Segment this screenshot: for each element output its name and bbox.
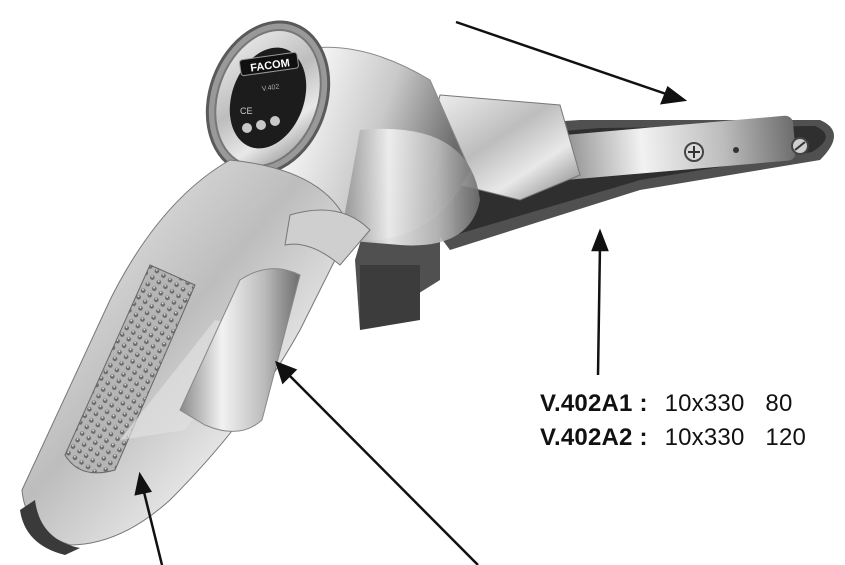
arrow-grip	[141, 487, 164, 565]
spec-model: V.402A1	[540, 390, 633, 417]
facom-logo: FACOM	[250, 57, 291, 74]
model-plate-text: V.402	[261, 84, 280, 93]
pointer-arrows	[134, 20, 688, 565]
ce-mark: CE	[240, 106, 253, 116]
motor-housing: FACOM V.402 CE	[205, 20, 480, 246]
arrow-belt-direction	[455, 20, 673, 98]
spec-row: V.402A2 : 10x330 120	[540, 424, 806, 452]
spec-model: V.402A2	[540, 424, 633, 451]
throttle-lever	[179, 209, 371, 432]
spec-separator: :	[639, 390, 648, 417]
spec-grit: 80	[765, 390, 793, 417]
arrow-abrasive-belt	[596, 244, 602, 376]
arrowhead-icon	[275, 360, 298, 385]
eye-protection-icon	[270, 116, 280, 126]
arrowhead-icon	[660, 86, 688, 105]
arrowhead-icon	[134, 471, 153, 496]
arrowhead-icon	[591, 228, 609, 252]
warning-icon	[242, 123, 252, 133]
spec-row: V.402A1 : 10x330 80	[540, 390, 793, 418]
ear-protection-icon	[256, 120, 266, 130]
spec-belt-size: 10x330	[664, 390, 745, 417]
spec-separator: :	[639, 424, 648, 451]
spec-belt-size: 10x330	[664, 424, 745, 451]
spec-grit: 120	[765, 424, 807, 451]
arrow-throttle-lever	[285, 371, 479, 565]
